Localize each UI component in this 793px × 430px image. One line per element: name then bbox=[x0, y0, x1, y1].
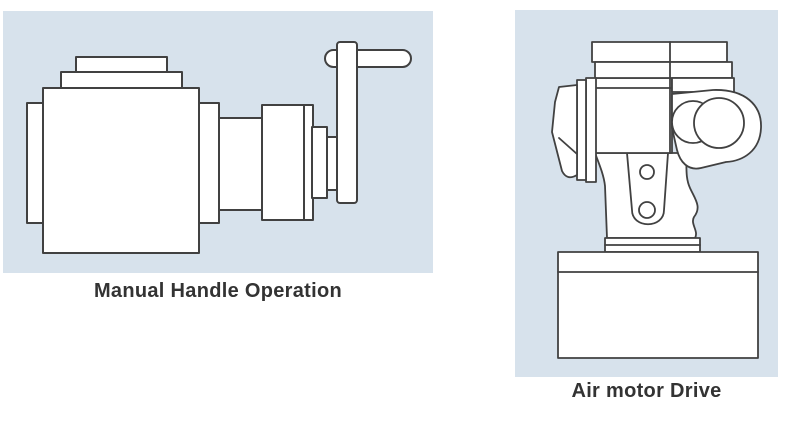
left-flange bbox=[26, 102, 45, 224]
air-motor-diagram bbox=[551, 41, 762, 359]
air-motor-panel bbox=[515, 10, 778, 377]
left-clamp-line bbox=[558, 137, 578, 155]
motor-body bbox=[594, 77, 673, 154]
bolt-hole-top bbox=[639, 164, 655, 180]
left-strip-outer bbox=[585, 77, 597, 183]
air-motor-caption: Air motor Drive bbox=[571, 380, 722, 402]
top-step-lower bbox=[60, 71, 183, 89]
shaft-step bbox=[311, 126, 328, 199]
bolt-hole-bottom bbox=[638, 201, 656, 219]
manual-handle-diagram bbox=[26, 41, 412, 254]
left-clamp bbox=[551, 84, 578, 179]
gearbox-body bbox=[42, 87, 200, 254]
top-step-upper bbox=[75, 56, 168, 74]
top-cap-second bbox=[594, 61, 733, 79]
left-strip-inner bbox=[576, 79, 587, 181]
crank-arm bbox=[336, 41, 358, 204]
motor-wheel-front bbox=[693, 97, 745, 149]
manual-handle-caption: Manual Handle Operation bbox=[93, 280, 343, 302]
manual-handle-panel bbox=[3, 11, 433, 273]
base-block bbox=[557, 251, 759, 359]
shaft-cylinder bbox=[218, 117, 264, 211]
right-flange bbox=[198, 102, 220, 224]
top-cap bbox=[591, 41, 728, 63]
bolt-bracket bbox=[626, 152, 669, 225]
shaft-drum bbox=[261, 104, 306, 221]
